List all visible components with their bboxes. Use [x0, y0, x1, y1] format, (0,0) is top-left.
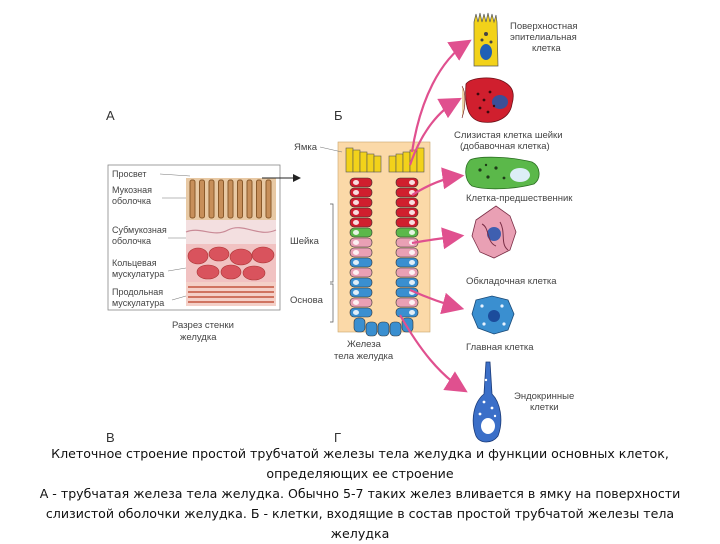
endocrine-cell [472, 361, 502, 443]
section-caption-1: Разрез стенки [172, 320, 234, 331]
neck-mucous-cell [461, 77, 514, 123]
gland-cell-nucleus [353, 310, 359, 315]
gland-cell-nucleus [353, 190, 359, 195]
gland-cell-nucleus [409, 270, 415, 275]
gland-cell-nucleus [409, 210, 415, 215]
surface-epithelial-cell [473, 12, 499, 67]
surface-cell-label-3: клетка [532, 43, 561, 54]
progenitor-cell [465, 156, 540, 190]
caption-line-2: определяющих ее строение [266, 466, 454, 481]
mucosa-gland [256, 179, 262, 219]
gland-cell-nucleus [353, 300, 359, 305]
gland-cell [365, 321, 378, 337]
caption-line-3: А - трубчатая железа тела желудка. Обычн… [39, 486, 681, 501]
neck-cell-label-2: (добавочная клетка) [460, 141, 550, 152]
arrow-to-parietal-cell [411, 227, 465, 250]
gland-cell-nucleus [353, 260, 359, 265]
caption-line-5: желудка [330, 526, 390, 541]
gland-cell-nucleus [353, 270, 359, 275]
label-pit: Ямка [294, 142, 318, 153]
surface-epithelium-cell [395, 153, 404, 173]
panel-label-b: Б [334, 108, 343, 123]
mucosa-gland [208, 179, 215, 219]
progenitor-label: Клетка-предшественник [466, 193, 573, 204]
gland-cell-nucleus [409, 280, 415, 285]
label-circular-1: Кольцевая [112, 258, 157, 268]
endocrine-label-2: клетки [530, 402, 559, 413]
label-circular-2: мускулатура [112, 269, 164, 279]
stomach-wall-section: Просвет Мукозная оболочка Субмукозная об… [107, 164, 281, 343]
surface-cell-label-1: Поверхностная [510, 21, 578, 32]
cell-arrows [399, 39, 472, 393]
gland-cell-nucleus [353, 180, 359, 185]
section-caption-2: желудка [180, 332, 217, 343]
gland-cell-nucleus [409, 180, 415, 185]
label-longitudinal-2: мускулатура [112, 298, 164, 308]
surface-epithelium-cell [345, 147, 354, 173]
surface-epithelium-cell [388, 155, 397, 173]
gland-cell-nucleus [353, 240, 359, 245]
mucosa-gland [199, 179, 205, 219]
mucosa-gland [218, 179, 224, 219]
arrow-to-surface-cell [410, 39, 472, 153]
surface-epithelium-cell [359, 151, 368, 173]
gland-cell-nucleus [353, 200, 359, 205]
gland-cell-nucleus [353, 280, 359, 285]
gland-cell-nucleus [353, 220, 359, 225]
figure-caption: Клеточное строение простой трубчатой жел… [8, 444, 712, 544]
parietal-label: Обкладочная клетка [466, 276, 557, 287]
gland-cell-nucleus [409, 250, 415, 255]
caption-line-1: Клеточное строение простой трубчатой жел… [51, 446, 669, 461]
label-lumen: Просвет [112, 169, 147, 179]
gland-caption-1: Железа [347, 339, 382, 350]
arrow-to-neck-mucous-cell [408, 97, 462, 166]
surface-epithelium-cell [352, 149, 361, 173]
gland-cell-nucleus [409, 260, 415, 265]
gland-cell-nucleus [409, 220, 415, 225]
mucosa-gland [237, 179, 243, 219]
gland-cell-nucleus [353, 290, 359, 295]
gland-cell [353, 317, 366, 333]
endocrine-label-1: Эндокринные [514, 391, 574, 402]
gland-cell-nucleus [409, 300, 415, 305]
gland-cell [389, 321, 402, 337]
mucosa-gland [189, 179, 196, 219]
gastric-gland: Ямка Шейка Основа Железа тела желудка [290, 141, 431, 362]
label-base: Основа [290, 295, 324, 306]
gland-cell-nucleus [353, 210, 359, 215]
panel-label-a: А [106, 108, 115, 123]
mucosa-gland [265, 179, 272, 219]
gland-cell-nucleus [409, 200, 415, 205]
panel-label-g: Г [334, 430, 341, 445]
caption-line-4: слизистой оболочки желудка. Б - клетки, … [45, 506, 675, 521]
mucosa-gland [227, 179, 234, 219]
gland-cell-nucleus [353, 230, 359, 235]
surface-epithelium-cell [366, 153, 375, 173]
arrow-to-progenitor-cell [411, 167, 465, 196]
chief-cell [471, 295, 515, 335]
surface-cell-label-2: эпителиальная [510, 32, 577, 43]
neck-cell-label-1: Слизистая клетка шейки [454, 130, 563, 141]
mucosa-gland [246, 179, 253, 219]
arrow-to-chief-cell [409, 288, 465, 315]
label-mucosa-1: Мукозная [112, 185, 152, 195]
surface-epithelium-cell [373, 155, 382, 173]
label-mucosa-2: оболочка [112, 196, 151, 206]
label-longitudinal-1: Продольная [112, 287, 163, 297]
surface-epithelium-cell [402, 151, 411, 173]
label-neck: Шейка [290, 236, 320, 247]
gland-cell-nucleus [353, 250, 359, 255]
surface-epithelium-cell [416, 147, 425, 173]
label-submucosa-2: оболочка [112, 236, 151, 246]
panel-label-v: В [106, 430, 115, 445]
label-submucosa-1: Субмукозная [112, 225, 167, 235]
arrow-to-endocrine-cell [399, 314, 468, 393]
parietal-cell [471, 205, 517, 259]
gland-cell-nucleus [409, 310, 415, 315]
gland-caption-2: тела желудка [334, 351, 394, 362]
gland-cell [377, 321, 390, 337]
gland-cell-nucleus [409, 230, 415, 235]
chief-label: Главная клетка [466, 342, 534, 353]
